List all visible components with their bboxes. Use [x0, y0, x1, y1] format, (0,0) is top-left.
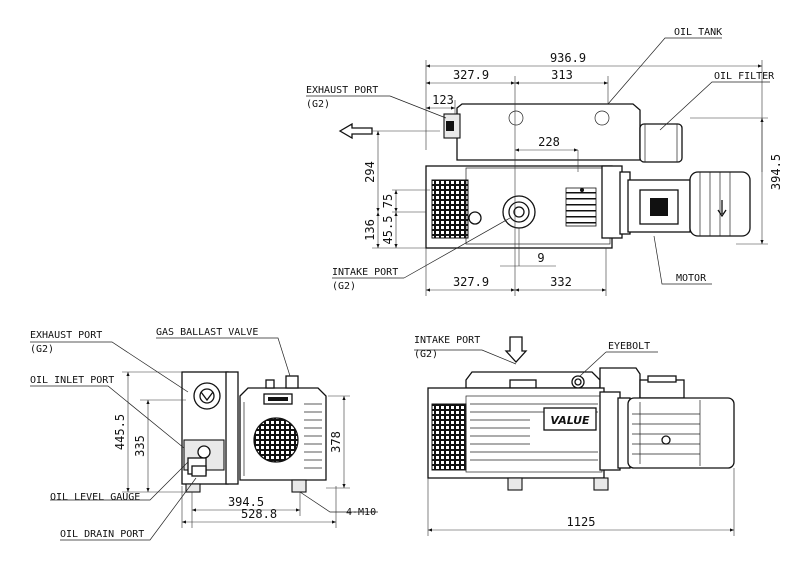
- label-oil-tank: OIL TANK: [674, 27, 722, 38]
- dim-tank-right: 313: [551, 68, 573, 82]
- label-intake-port-top-size: (G2): [332, 281, 356, 292]
- side-view: [30, 337, 378, 541]
- label-exhaust-port-top: EXHAUST PORT: [306, 85, 378, 96]
- dim-height-75: 75: [381, 194, 395, 208]
- label-mount-bolts: 4-M10: [346, 507, 376, 518]
- fan-grille: [253, 417, 299, 463]
- label-exhaust-port-top-size: (G2): [306, 99, 330, 110]
- top-view: [306, 37, 770, 296]
- front-terminal-box: [639, 379, 685, 399]
- oil-filter: [639, 123, 683, 163]
- label-motor: MOTOR: [676, 273, 707, 284]
- dim-filter-span: 228: [538, 135, 560, 149]
- dim-side-width-5288: 528.8: [241, 507, 277, 521]
- label-exhaust-port-left: EXHAUST PORT: [30, 330, 102, 341]
- dim-base-left: 327.9: [453, 275, 489, 289]
- front-motor: [627, 397, 735, 469]
- dim-tank-left: 327.9: [453, 68, 489, 82]
- intake-arrow-icon: [504, 336, 528, 363]
- label-oil-filter: OIL FILTER: [714, 71, 775, 82]
- dim-intake-offset: 9: [537, 251, 544, 265]
- front-view: [414, 336, 735, 536]
- dim-side-height-total: 445.5: [113, 414, 127, 450]
- label-exhaust-port-left-size: (G2): [30, 344, 54, 355]
- dim-base-right: 332: [550, 275, 572, 289]
- label-gas-ballast-valve: GAS BALLAST VALVE: [156, 327, 258, 338]
- label-oil-level-gauge: OIL LEVEL GAUGE: [50, 492, 140, 503]
- dim-side-height-378: 378: [329, 431, 343, 453]
- brand-plate: [543, 407, 597, 431]
- dim-side-height-335: 335: [133, 435, 147, 457]
- label-intake-port-front: INTAKE PORT: [414, 335, 480, 346]
- dim-total-length-top: 936.9: [550, 51, 586, 65]
- label-intake-port-top: INTAKE PORT: [332, 267, 398, 278]
- dim-motor-height: 394.5: [769, 154, 783, 190]
- brand-logo-text: VALUE: [550, 414, 590, 427]
- dim-exhaust-offset: 123: [432, 93, 454, 107]
- dim-side-width-3945: 394.5: [228, 495, 264, 509]
- label-intake-port-front-size: (G2): [414, 349, 438, 360]
- gas-ballast-valve: [285, 375, 299, 389]
- dim-front-length: 1125: [567, 515, 596, 529]
- label-eyebolt: EYEBOLT: [608, 341, 650, 352]
- dim-height-455: 45.5: [381, 216, 395, 245]
- label-oil-drain-port: OIL DRAIN PORT: [60, 529, 144, 540]
- cooling-grille: [431, 179, 469, 239]
- dim-height-294: 294: [363, 161, 377, 183]
- dim-height-136: 136: [363, 219, 377, 241]
- exhaust-arrow-icon: [338, 122, 373, 140]
- label-oil-inlet-port: OIL INLET PORT: [30, 375, 114, 386]
- oil-tank: [456, 103, 641, 161]
